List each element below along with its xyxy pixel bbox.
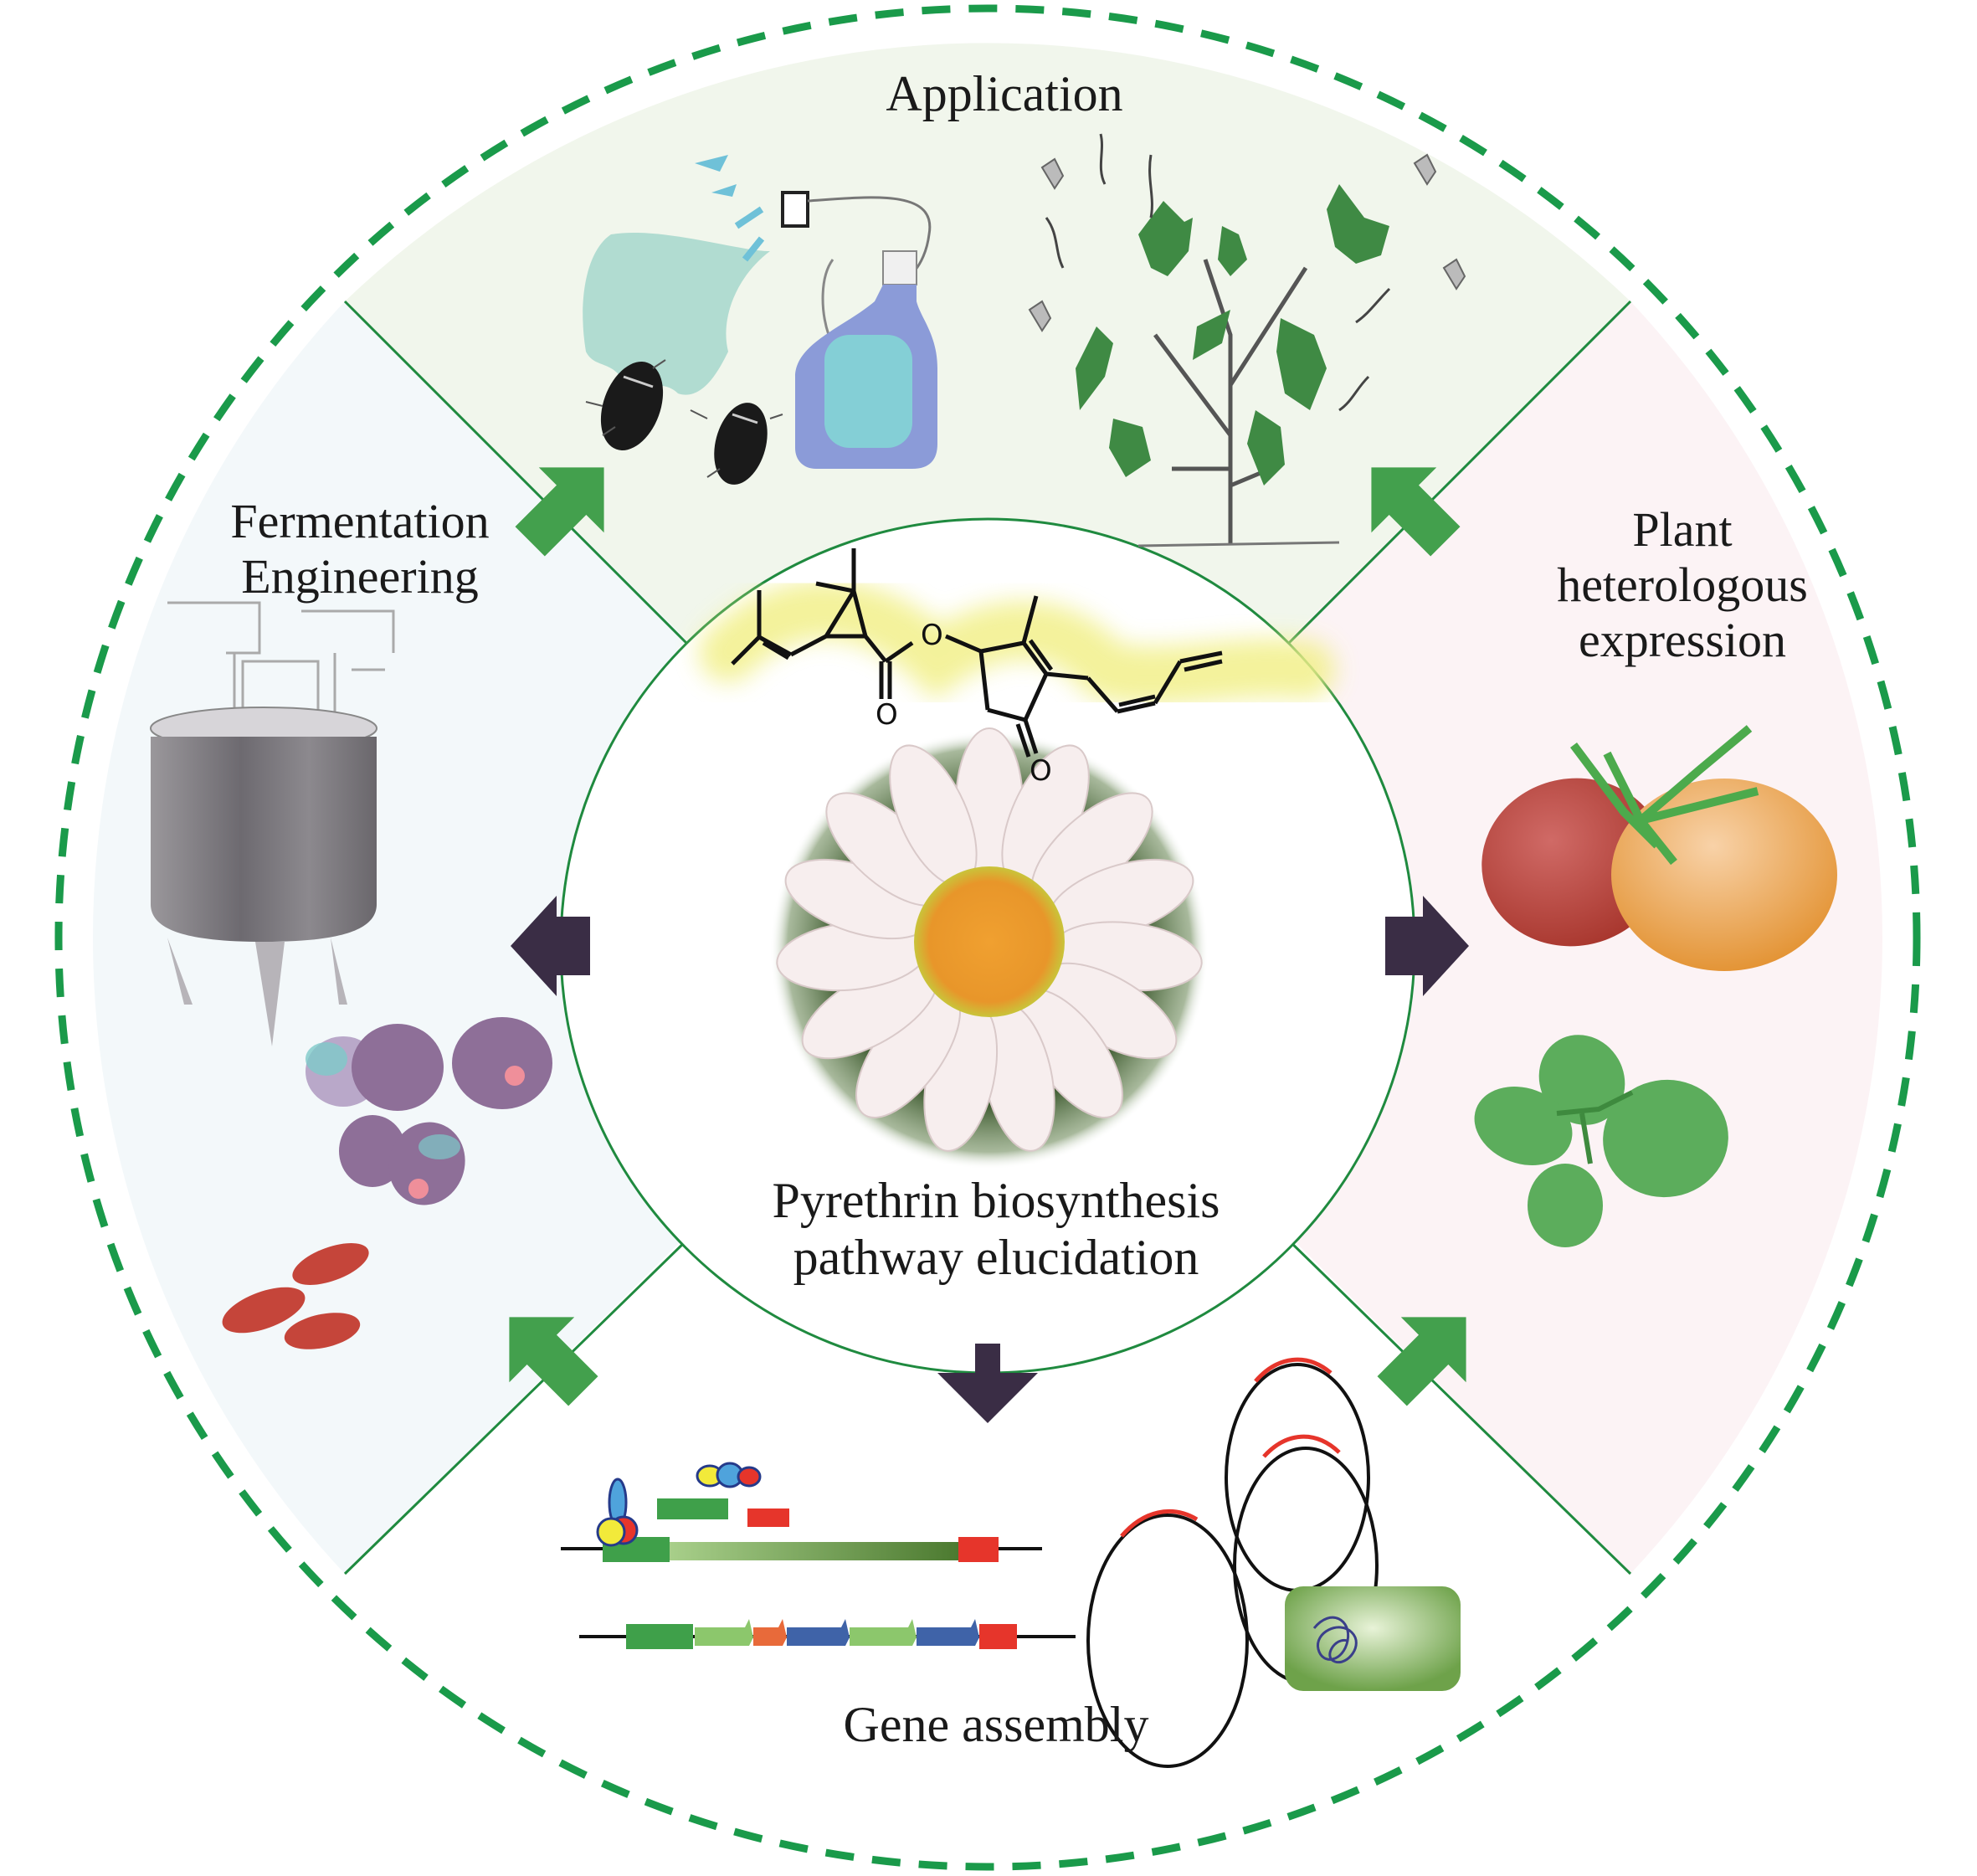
- center-title: Pyrethrin biosynthesis pathway elucidati…: [695, 1172, 1297, 1286]
- fermentation-title-line1: Fermentation: [230, 494, 490, 548]
- plant-with-insects-icon: [1028, 133, 1466, 547]
- green-arrows: [509, 467, 1466, 1406]
- plant-heterologous-expression-title: Plant heterologous expression: [1498, 502, 1867, 668]
- arrow-down: [937, 1344, 1038, 1423]
- pyrethrum-flower-image: [770, 727, 1209, 1169]
- spray-bottle-icon: [583, 155, 937, 469]
- divider-bottom-right: [1286, 1237, 1632, 1575]
- beetle-icons: [585, 359, 783, 485]
- application-title: Application: [886, 66, 1123, 121]
- divider-bottom-left: [343, 1237, 690, 1575]
- agrobacterium-icon: [1285, 1586, 1461, 1691]
- plant-title-line2: heterologous: [1557, 558, 1808, 612]
- plant-title-line1: Plant: [1632, 502, 1733, 557]
- divider-top-left: [343, 300, 690, 646]
- arrow-to-fermentation: [509, 1317, 598, 1406]
- tobacco-seedling-icon: [1474, 1035, 1728, 1247]
- fermentation-engineering-title: Fermentation Engineering: [184, 494, 536, 604]
- ester-oxygen-label: O: [921, 619, 943, 652]
- dark-arrows: [511, 896, 1469, 1423]
- arrow-to-application-right: [1371, 467, 1461, 557]
- divider-top-right: [1286, 300, 1632, 646]
- arrow-right: [1385, 896, 1469, 996]
- arrow-to-application-left: [515, 467, 604, 557]
- petals: [776, 727, 1203, 1152]
- outer-dashed-ring: [54, 4, 1921, 1871]
- yeast-cells-icon: [306, 1017, 552, 1205]
- gene-assembly-title: Gene assembly: [843, 1697, 1149, 1752]
- ketone-oxygen-label: O: [1030, 754, 1052, 788]
- center-title-line2: pathway elucidation: [793, 1230, 1199, 1285]
- gene-constructs-icon: [561, 1462, 1076, 1649]
- divider-lines: [343, 300, 1632, 1575]
- carbonyl-oxygen-label: O: [876, 698, 898, 732]
- bioreactor-icon: [150, 601, 395, 1046]
- arrow-left: [511, 896, 590, 996]
- plant-title-line3: expression: [1578, 613, 1787, 667]
- fermentation-title-line2: Engineering: [241, 549, 479, 604]
- arrow-to-plant-expression: [1377, 1317, 1466, 1406]
- flower-disk: [914, 866, 1065, 1017]
- tomato-icon: [1481, 725, 1837, 971]
- center-title-line1: Pyrethrin biosynthesis: [772, 1173, 1220, 1228]
- bacteria-icon: [222, 1243, 369, 1349]
- pyrethrin-molecule: O O O: [699, 548, 1335, 788]
